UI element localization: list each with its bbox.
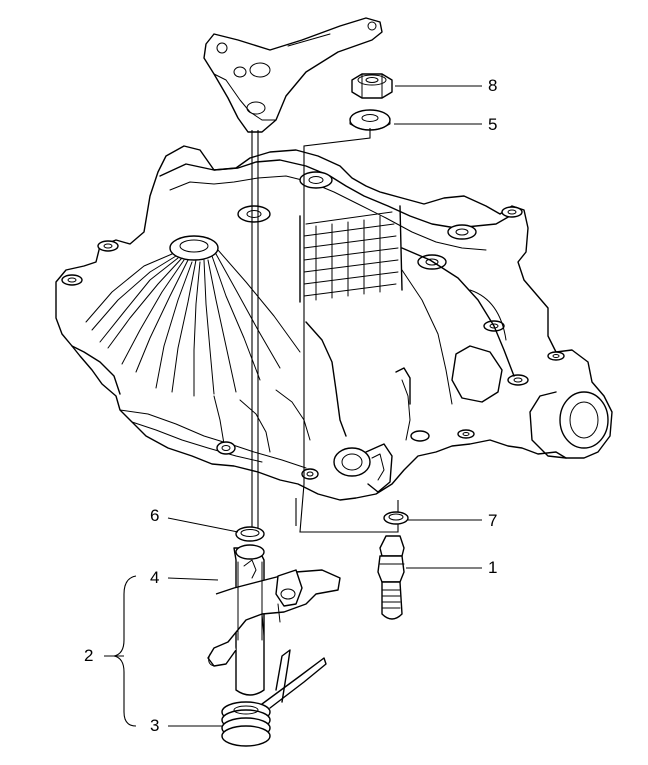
assembly-centerlines (251, 128, 399, 533)
retaining-ring-left (235, 526, 265, 542)
callout-1: 1 (488, 558, 498, 577)
callout-2: 2 (84, 646, 94, 665)
nut (351, 73, 393, 99)
callout-4: 4 (150, 568, 160, 587)
callout-3: 3 (150, 716, 160, 735)
callout-7: 7 (488, 511, 498, 530)
shift-arm-shaft (207, 544, 341, 696)
leader-lines (104, 85, 482, 727)
retaining-ring-right (383, 511, 409, 525)
washer (349, 109, 391, 131)
bracket-arm (203, 17, 383, 133)
callout-6: 6 (150, 506, 160, 525)
sensor-plug (377, 535, 405, 620)
torsion-spring (221, 649, 327, 747)
callout-8: 8 (488, 76, 498, 95)
callout-5: 5 (488, 115, 498, 134)
transmission-housing (55, 145, 613, 501)
